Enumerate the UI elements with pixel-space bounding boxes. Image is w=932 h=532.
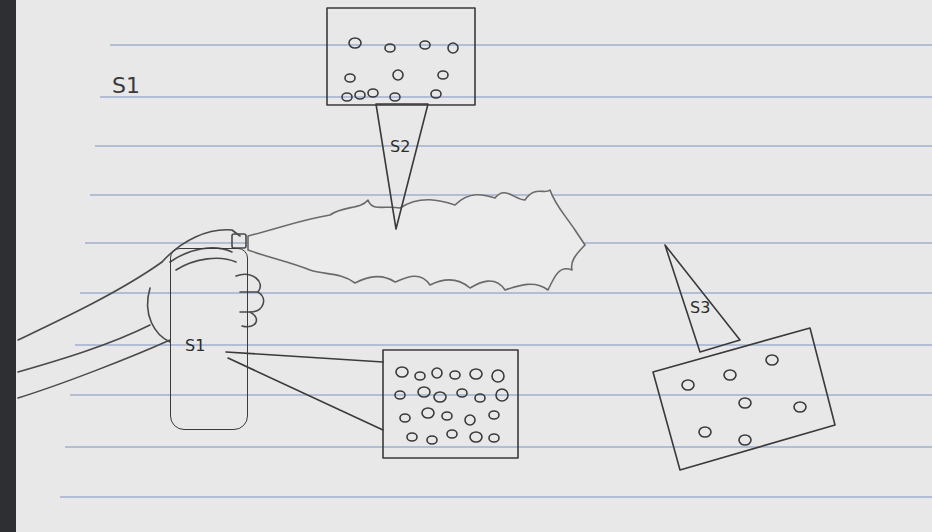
hand-drawing (18, 230, 264, 398)
desk-edge (0, 0, 16, 532)
particles (395, 367, 508, 444)
spray-cloud (248, 190, 585, 290)
particles (682, 355, 806, 445)
particle-box (653, 328, 835, 470)
callout-triangle: S3 (660, 243, 746, 357)
spray-can: S1 (170, 248, 248, 430)
leader-line (228, 358, 383, 430)
particle-box (327, 8, 475, 105)
particles (342, 38, 458, 101)
ruled-lines (60, 45, 932, 497)
part-label: S2 (390, 138, 410, 156)
callout-triangle: S2 (372, 104, 430, 230)
leader-line (226, 352, 383, 362)
triangle-outline (372, 104, 430, 230)
sheet-label: S1 (112, 74, 140, 98)
part-label: S3 (690, 299, 710, 317)
particle-box (383, 350, 518, 458)
part-label: S1 (185, 337, 205, 355)
